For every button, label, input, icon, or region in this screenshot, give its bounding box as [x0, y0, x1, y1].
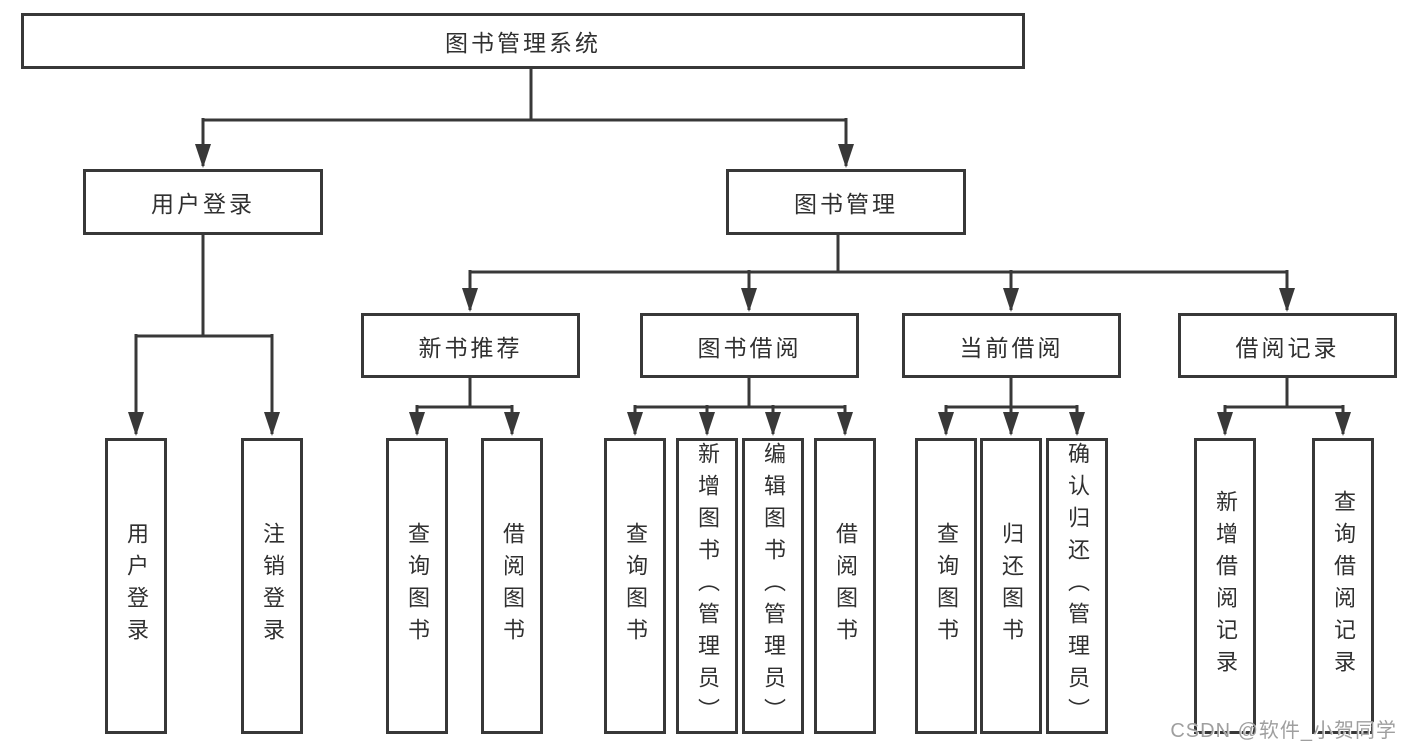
leaf-label: 编辑图书（管理员） [761, 442, 786, 730]
node-new-book-recommend: 新书推荐 [361, 313, 580, 378]
leaf-label: 新增图书（管理员） [695, 442, 720, 730]
leaf-borrow-books: 借阅图书 [814, 438, 876, 734]
leaf-query-books-borrow: 查询图书 [604, 438, 666, 734]
leaf-label: 查询图书 [405, 522, 430, 650]
node-user-login-branch: 用户登录 [83, 169, 323, 235]
leaf-confirm-return-admin: 确认归还（管理员） [1046, 438, 1108, 734]
connector-arrow-lines [128, 118, 1351, 436]
leaf-user-login: 用户登录 [105, 438, 167, 734]
leaf-borrow-books-recommend: 借阅图书 [481, 438, 543, 734]
leaf-add-borrow-record: 新增借阅记录 [1194, 438, 1256, 734]
leaf-query-books-current: 查询图书 [915, 438, 977, 734]
connector-trunk-lines [136, 69, 1343, 409]
node-book-borrowing: 图书借阅 [640, 313, 859, 378]
leaf-label: 新增借阅记录 [1213, 490, 1238, 682]
leaf-return-books: 归还图书 [980, 438, 1042, 734]
leaf-label: 归还图书 [999, 522, 1024, 650]
leaf-add-books-admin: 新增图书（管理员） [676, 438, 738, 734]
leaf-label: 查询图书 [623, 522, 648, 650]
leaf-label: 注销登录 [260, 522, 285, 650]
node-current-borrowing: 当前借阅 [902, 313, 1121, 378]
leaf-query-books-recommend: 查询图书 [386, 438, 448, 734]
leaf-label: 用户登录 [124, 522, 149, 650]
leaf-label: 借阅图书 [833, 522, 858, 650]
leaf-label: 借阅图书 [500, 522, 525, 650]
leaf-logout: 注销登录 [241, 438, 303, 734]
csdn-watermark: CSDN @软件_小贺同学 [1170, 720, 1397, 742]
node-borrow-records: 借阅记录 [1178, 313, 1397, 378]
leaf-label: 查询借阅记录 [1331, 490, 1356, 682]
leaf-query-borrow-record: 查询借阅记录 [1312, 438, 1374, 734]
leaf-label: 查询图书 [934, 522, 959, 650]
node-root: 图书管理系统 [21, 13, 1025, 69]
node-book-management: 图书管理 [726, 169, 966, 235]
leaf-edit-books-admin: 编辑图书（管理员） [742, 438, 804, 734]
leaf-label: 确认归还（管理员） [1065, 442, 1090, 730]
